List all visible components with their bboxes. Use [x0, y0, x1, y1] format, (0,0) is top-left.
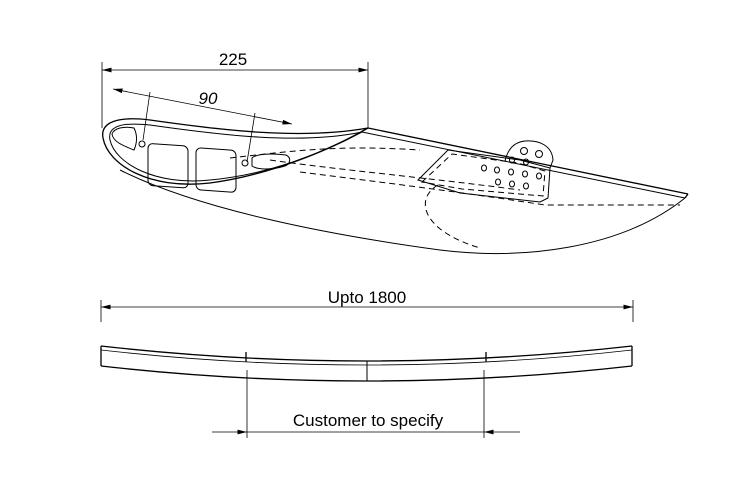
lightening-hole-2	[147, 143, 189, 189]
mounting-bracket	[417, 140, 554, 203]
isometric-foil-view: 225 90	[101, 50, 689, 254]
bracket-bolt-pattern	[481, 156, 542, 190]
foil-side-profile	[100, 345, 633, 382]
dimension-mount-spacing: Customer to specify	[212, 370, 520, 438]
rib-profile	[102, 118, 369, 193]
dimension-mount-spacing-label: Customer to specify	[293, 411, 444, 430]
side-elevation-view: Upto 1800 Customer to specify	[100, 288, 634, 438]
bolt-hole-1	[138, 140, 146, 148]
dimension-90: 90	[112, 88, 293, 163]
dimension-225: 225	[101, 50, 369, 128]
bracket-hole-2	[535, 150, 543, 158]
lightening-hole-3	[195, 147, 237, 193]
dimension-span-label: Upto 1800	[328, 288, 406, 307]
dimension-90-label: 90	[199, 89, 218, 108]
dimension-225-label: 225	[219, 50, 247, 69]
dimension-span: Upto 1800	[100, 288, 634, 322]
bolt-hole-2	[241, 159, 249, 167]
bracket-hole-1	[520, 147, 528, 155]
lightening-hole-1	[111, 126, 138, 151]
